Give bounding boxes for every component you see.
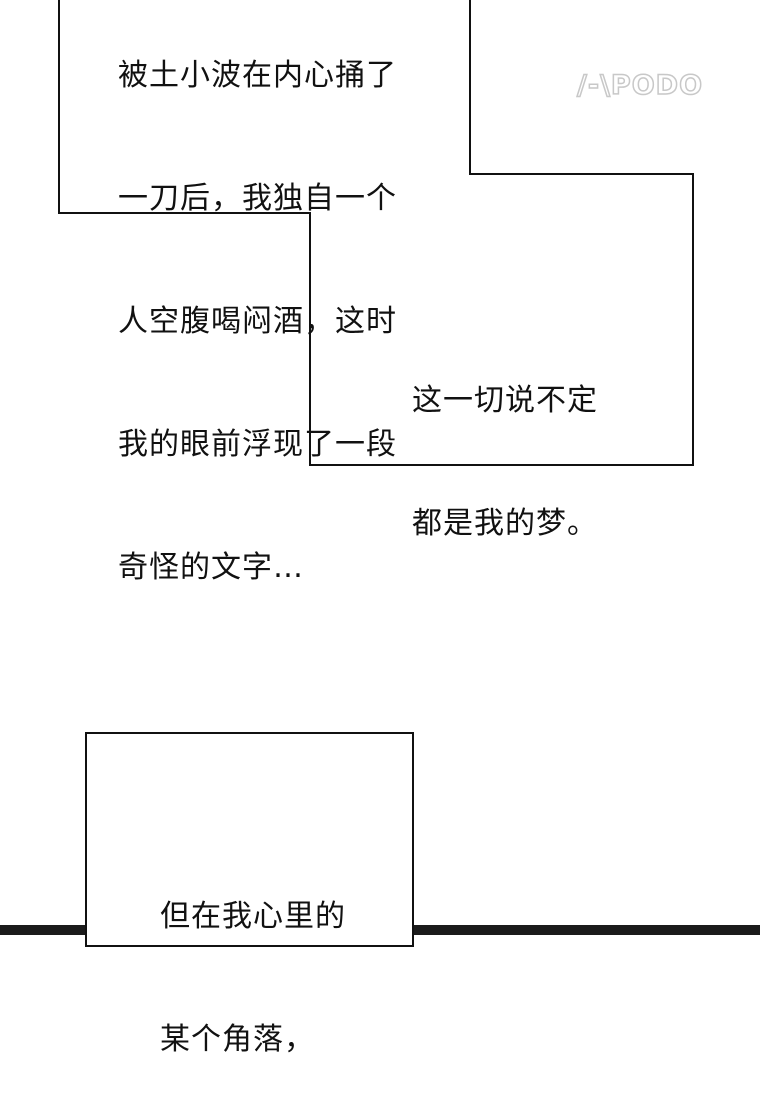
- caption-3-text: 但在我心里的 某个角落，: [160, 814, 346, 1101]
- caption-panel-outline: [58, 0, 694, 466]
- caption-panel-shape: [58, 0, 694, 466]
- watermark-logo: /-\PODO: [576, 69, 704, 102]
- caption-3-line-1: 但在我心里的: [160, 899, 346, 934]
- caption-3-line-2: 某个角落，: [160, 1022, 315, 1057]
- caption-1-line-4: 我的眼前浮现了一段: [118, 427, 397, 462]
- caption-1-text: 被土小波在内心捅了 一刀后，我独自一个 人空腹喝闷酒，这时 我的眼前浮现了一段 …: [118, 0, 397, 629]
- caption-box-3: [85, 732, 414, 947]
- caption-1-line-3: 人空腹喝闷酒，这时: [118, 304, 397, 339]
- caption-2-text: 这一切说不定 都是我的梦。: [412, 298, 598, 585]
- caption-1-line-1: 被土小波在内心捅了: [118, 58, 397, 93]
- caption-2-line-2: 都是我的梦。: [412, 506, 598, 541]
- caption-1-line-5: 奇怪的文字…: [118, 550, 304, 585]
- caption-1-line-2: 一刀后，我独自一个: [118, 181, 397, 216]
- caption-2-line-1: 这一切说不定: [412, 383, 598, 418]
